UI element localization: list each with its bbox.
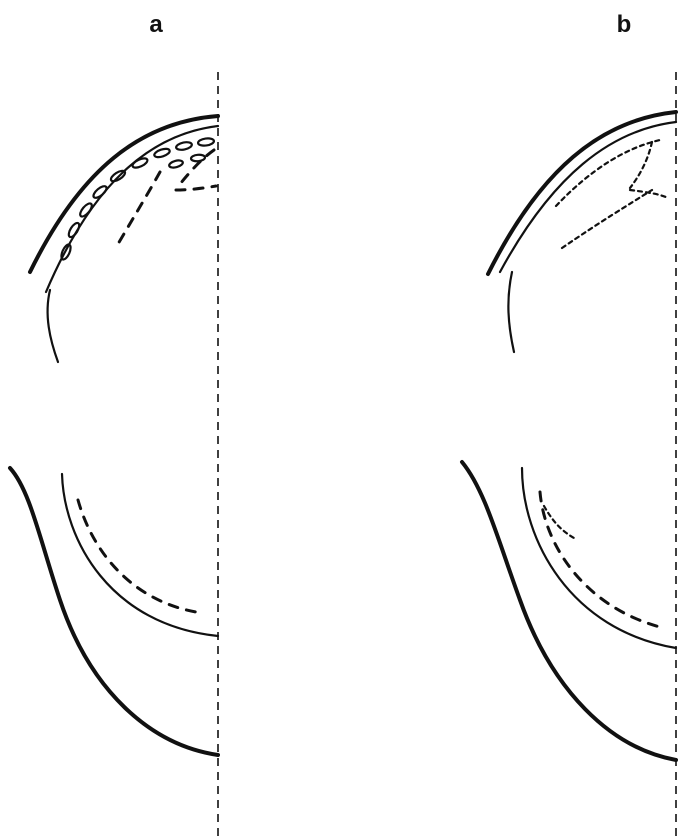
panel-b-lower-structure	[462, 462, 676, 760]
panel-b-fine-dash-branch	[562, 190, 652, 248]
panel-b-label: b	[617, 11, 632, 38]
panel-b: b	[462, 11, 676, 840]
panel-b-lower-fine-dash	[544, 506, 574, 538]
panel-a-upper-outer-thick-curve	[30, 116, 218, 272]
panel-a: a	[10, 11, 218, 840]
panel-a-lower-structure	[10, 468, 218, 755]
panel-b-lower-dashed-curve	[540, 492, 664, 628]
panel-a-inner-dash-horizontal	[176, 186, 216, 190]
panel-a-inner-dash-branch	[118, 172, 160, 244]
panel-a-upper-structure	[30, 116, 218, 362]
panel-a-upper-tail-curve	[48, 290, 58, 362]
panel-b-lower-inner-curve	[522, 468, 676, 648]
panel-b-lower-outer-thick-curve	[462, 462, 676, 760]
panel-a-oval-chain	[60, 137, 215, 260]
panel-a-upper-inner-curve	[46, 126, 218, 292]
panel-a-label: a	[149, 11, 163, 38]
panel-b-upper-structure	[488, 112, 676, 352]
panel-b-upper-tail-curve	[508, 272, 514, 352]
panel-a-lower-dashed-curve	[78, 500, 196, 612]
